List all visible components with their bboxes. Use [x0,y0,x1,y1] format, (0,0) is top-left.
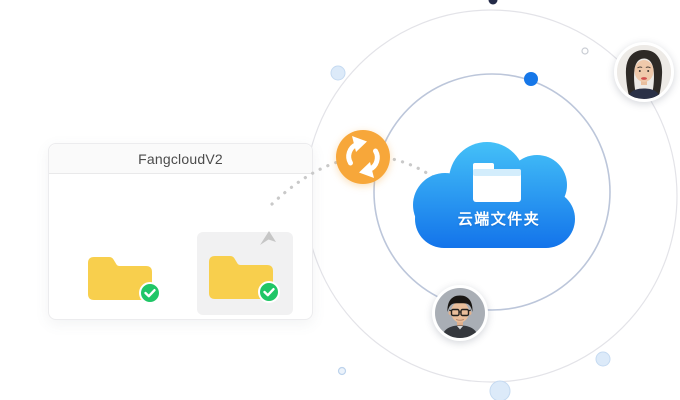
folder-icon [88,257,152,300]
orbit-dot-left [330,65,346,81]
cloud-folder-icon [473,163,521,202]
orbit-dot-bottom [489,380,511,400]
avatar-female-user [614,42,674,102]
cloud-icon [413,142,575,248]
folder-icon [209,256,273,299]
avatar-photo [435,288,485,338]
cursor-arrowhead-icon [260,231,276,245]
orbit-dot-hollow-top [581,47,589,55]
orbit-dot-bottom-right [595,351,611,367]
card-title: FangcloudV2 [138,150,223,167]
card-body [49,174,312,320]
orbit-dot-blue [524,72,538,86]
avatar-male-user [432,285,488,341]
local-folder-2 [207,247,280,303]
sync-check-badge [139,282,161,304]
local-folder-1 [86,248,161,304]
sync-check-badge [258,281,280,303]
avatar-photo [617,45,671,99]
orbit-dot-top-dark [488,0,498,5]
sync-icon-background [336,130,390,184]
check-icon [263,287,275,297]
check-icon [144,288,156,298]
local-folders-card: FangcloudV2 [48,143,313,320]
orbit-dot-hollow-bottom [337,366,347,376]
cloud-folder-label: 云端文件夹 [457,211,541,228]
sync-refresh-icon [336,130,390,184]
card-header: FangcloudV2 [49,144,312,174]
